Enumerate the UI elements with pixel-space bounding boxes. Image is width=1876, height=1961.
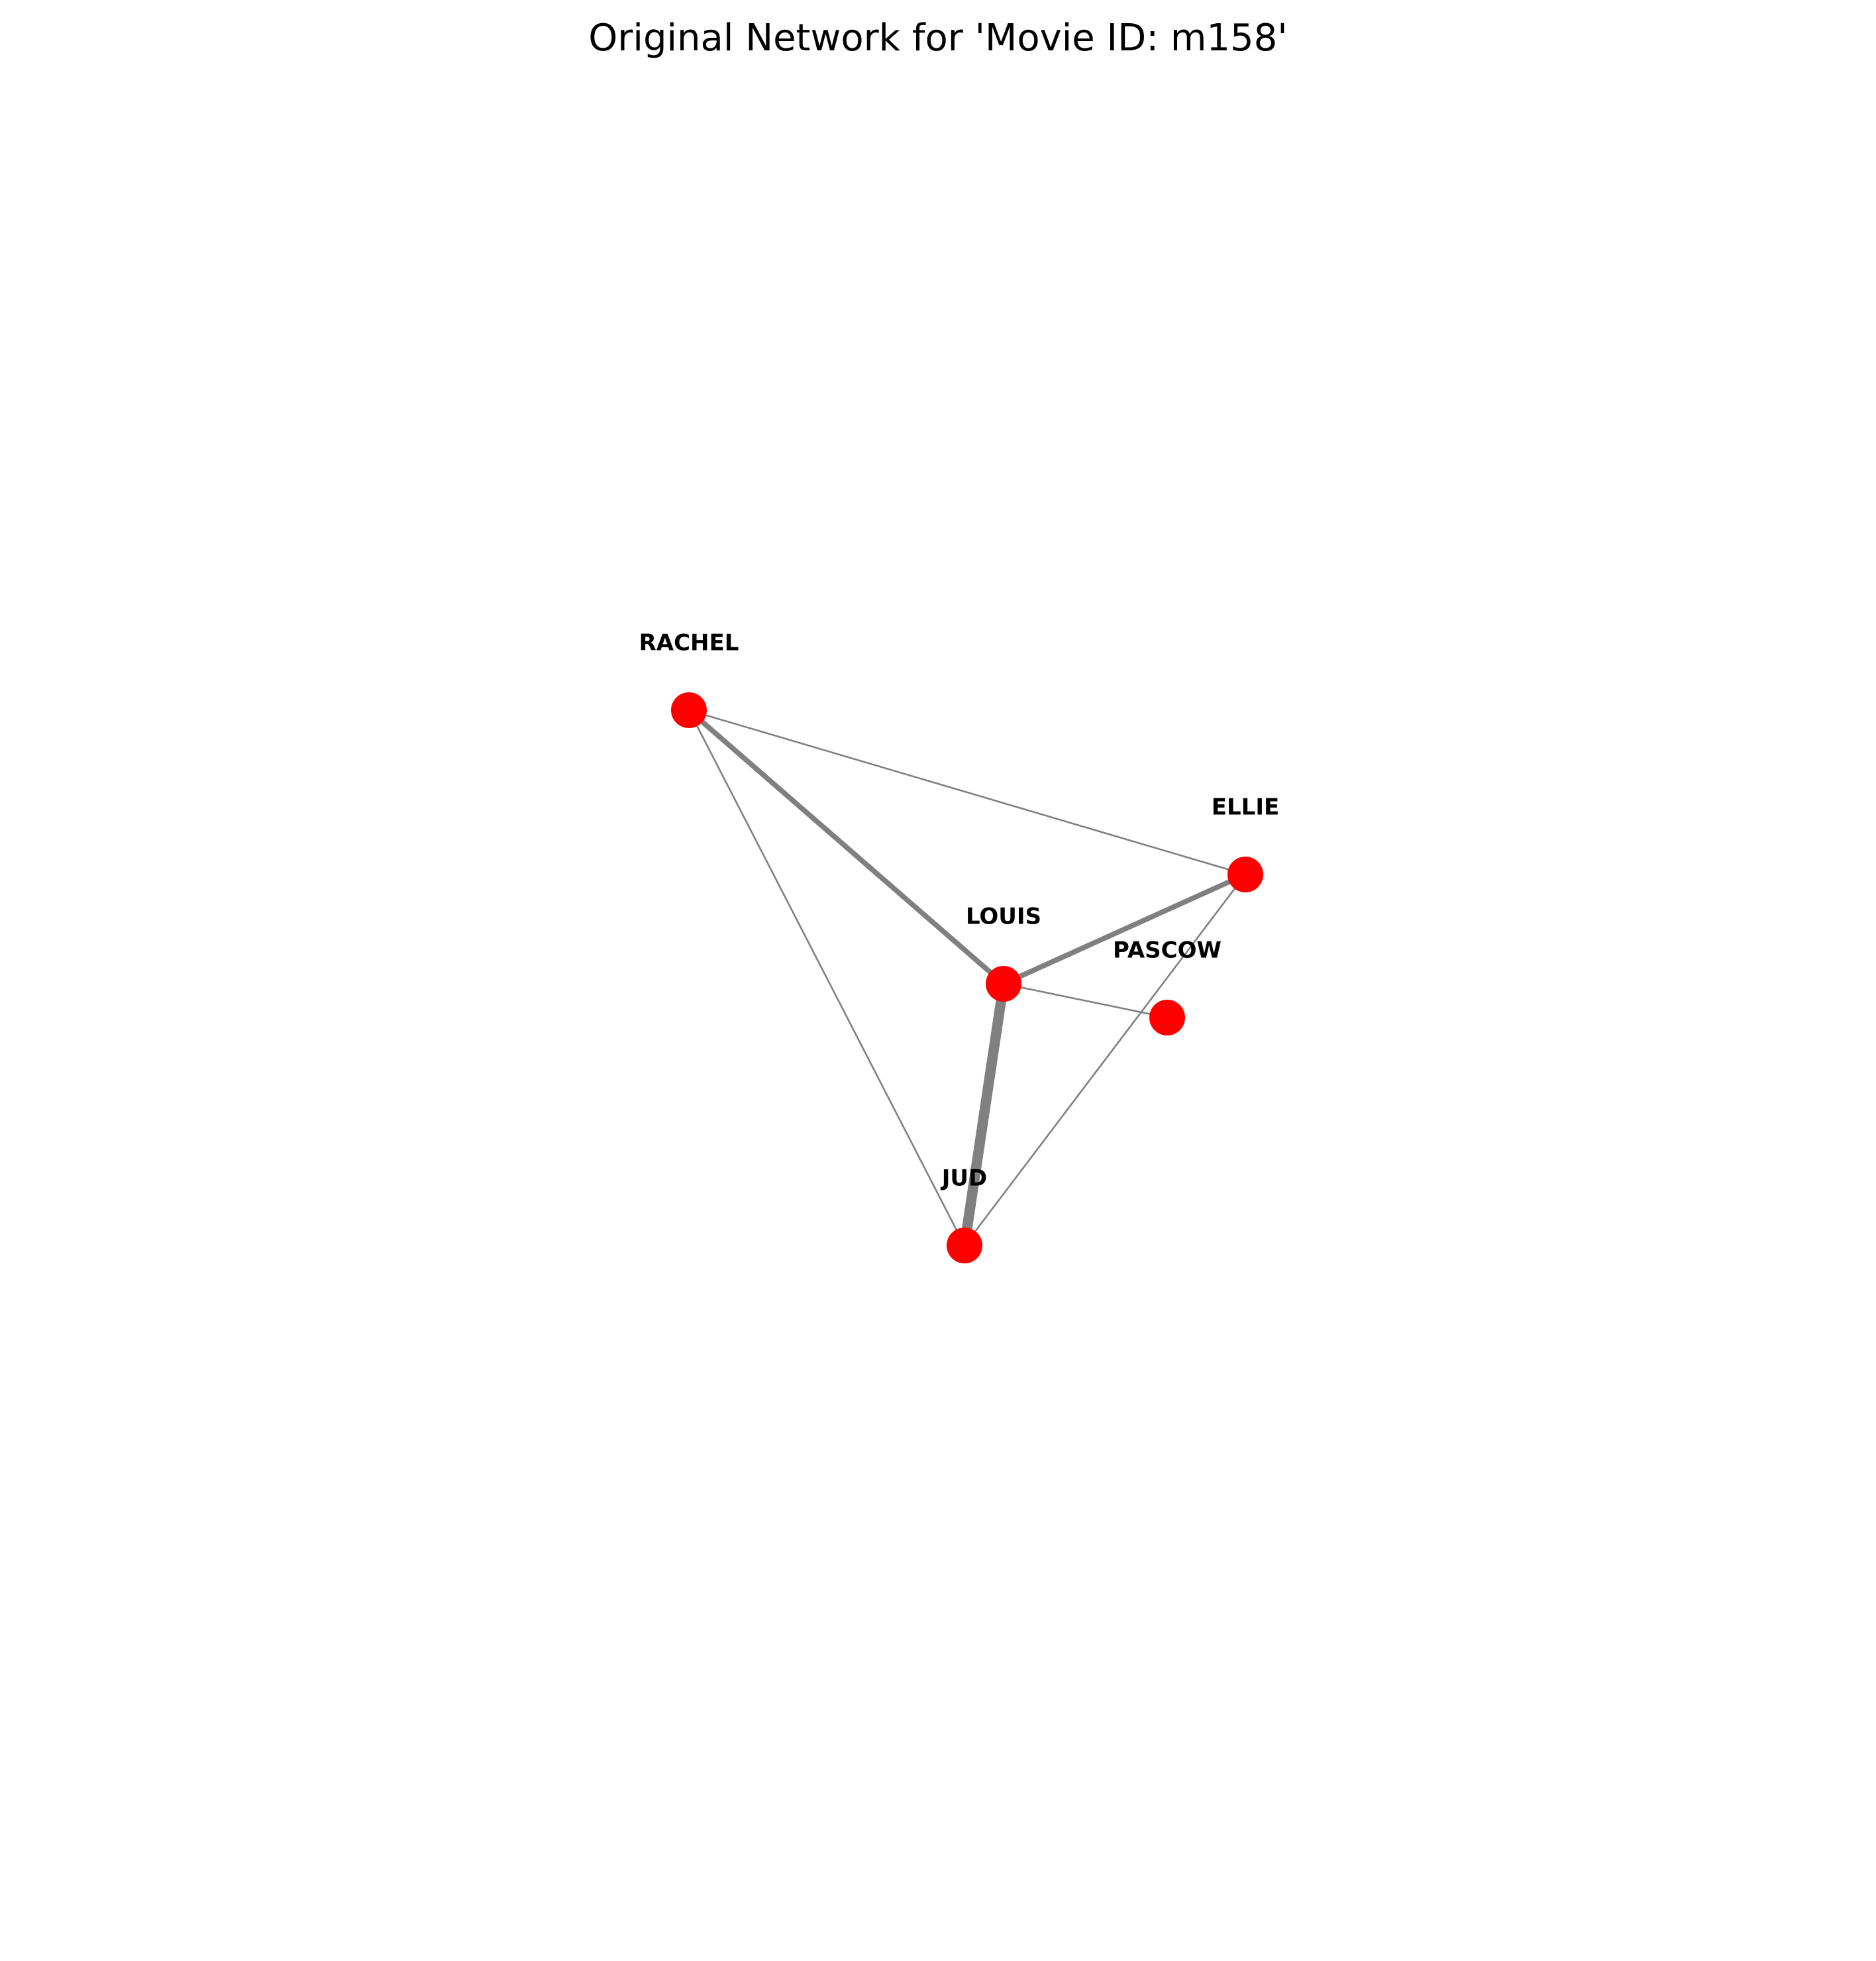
page-title: Original Network for 'Movie ID: m158'	[588, 17, 1288, 60]
node-label-rachel: RACHEL	[639, 630, 739, 657]
edge-rachel-ellie	[688, 709, 1246, 876]
edge-rachel-louis	[687, 708, 1006, 986]
node-pascow	[1149, 1000, 1185, 1035]
edge-louis-pascow	[1003, 982, 1168, 1019]
node-label-ellie: ELLIE	[1212, 794, 1279, 821]
nodes-layer	[671, 692, 1263, 1263]
node-label-louis: LOUIS	[966, 904, 1041, 930]
node-ellie	[1227, 857, 1263, 892]
labels-layer: RACHEL ELLIE LOUIS PASCOW JUD	[639, 630, 1280, 1192]
node-label-pascow: PASCOW	[1113, 937, 1222, 964]
edge-louis-jud	[959, 982, 1009, 1247]
edges-layer	[687, 708, 1247, 1247]
node-jud	[947, 1228, 982, 1263]
node-rachel	[671, 692, 707, 728]
edge-rachel-jud	[688, 710, 966, 1246]
node-label-jud: JUD	[941, 1165, 987, 1192]
edge-ellie-louis	[1002, 872, 1247, 986]
edge-ellie-jud	[963, 874, 1247, 1246]
node-louis	[986, 966, 1021, 1002]
